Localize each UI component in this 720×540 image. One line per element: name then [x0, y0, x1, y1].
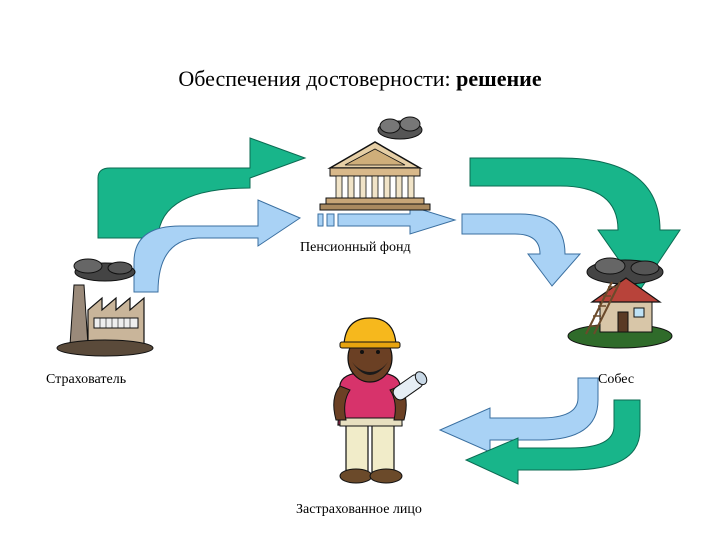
insurer-label: Страхователь	[46, 372, 127, 387]
green-arrow-insurer-to-fund	[97, 137, 307, 239]
green-arrow-fund-to-social	[469, 157, 681, 291]
factory-icon	[56, 258, 154, 357]
title-emphasis: решение	[456, 66, 542, 91]
title-prefix: Обеспечения достоверности:	[178, 66, 451, 91]
fund-label: Пенсионный фонд	[300, 240, 411, 255]
blue-arrow-insurer-to-fund	[133, 199, 302, 293]
connector-square-2	[326, 213, 335, 227]
house-icon	[567, 257, 673, 349]
slide-title: Обеспечения достоверности: решение	[0, 66, 720, 92]
pension-fund-building-icon	[319, 116, 431, 211]
blue-arrow-social-to-insured	[438, 377, 599, 453]
green-arrow-social-to-insured	[464, 399, 641, 485]
social-label: Собес	[598, 372, 635, 387]
blue-arrow-fund-connector	[337, 205, 457, 235]
worker-icon	[333, 317, 428, 484]
blue-arrow-fund-to-social	[461, 213, 582, 287]
connector-square-1	[317, 213, 324, 227]
insured-label: Застрахованное лицо	[296, 502, 422, 517]
